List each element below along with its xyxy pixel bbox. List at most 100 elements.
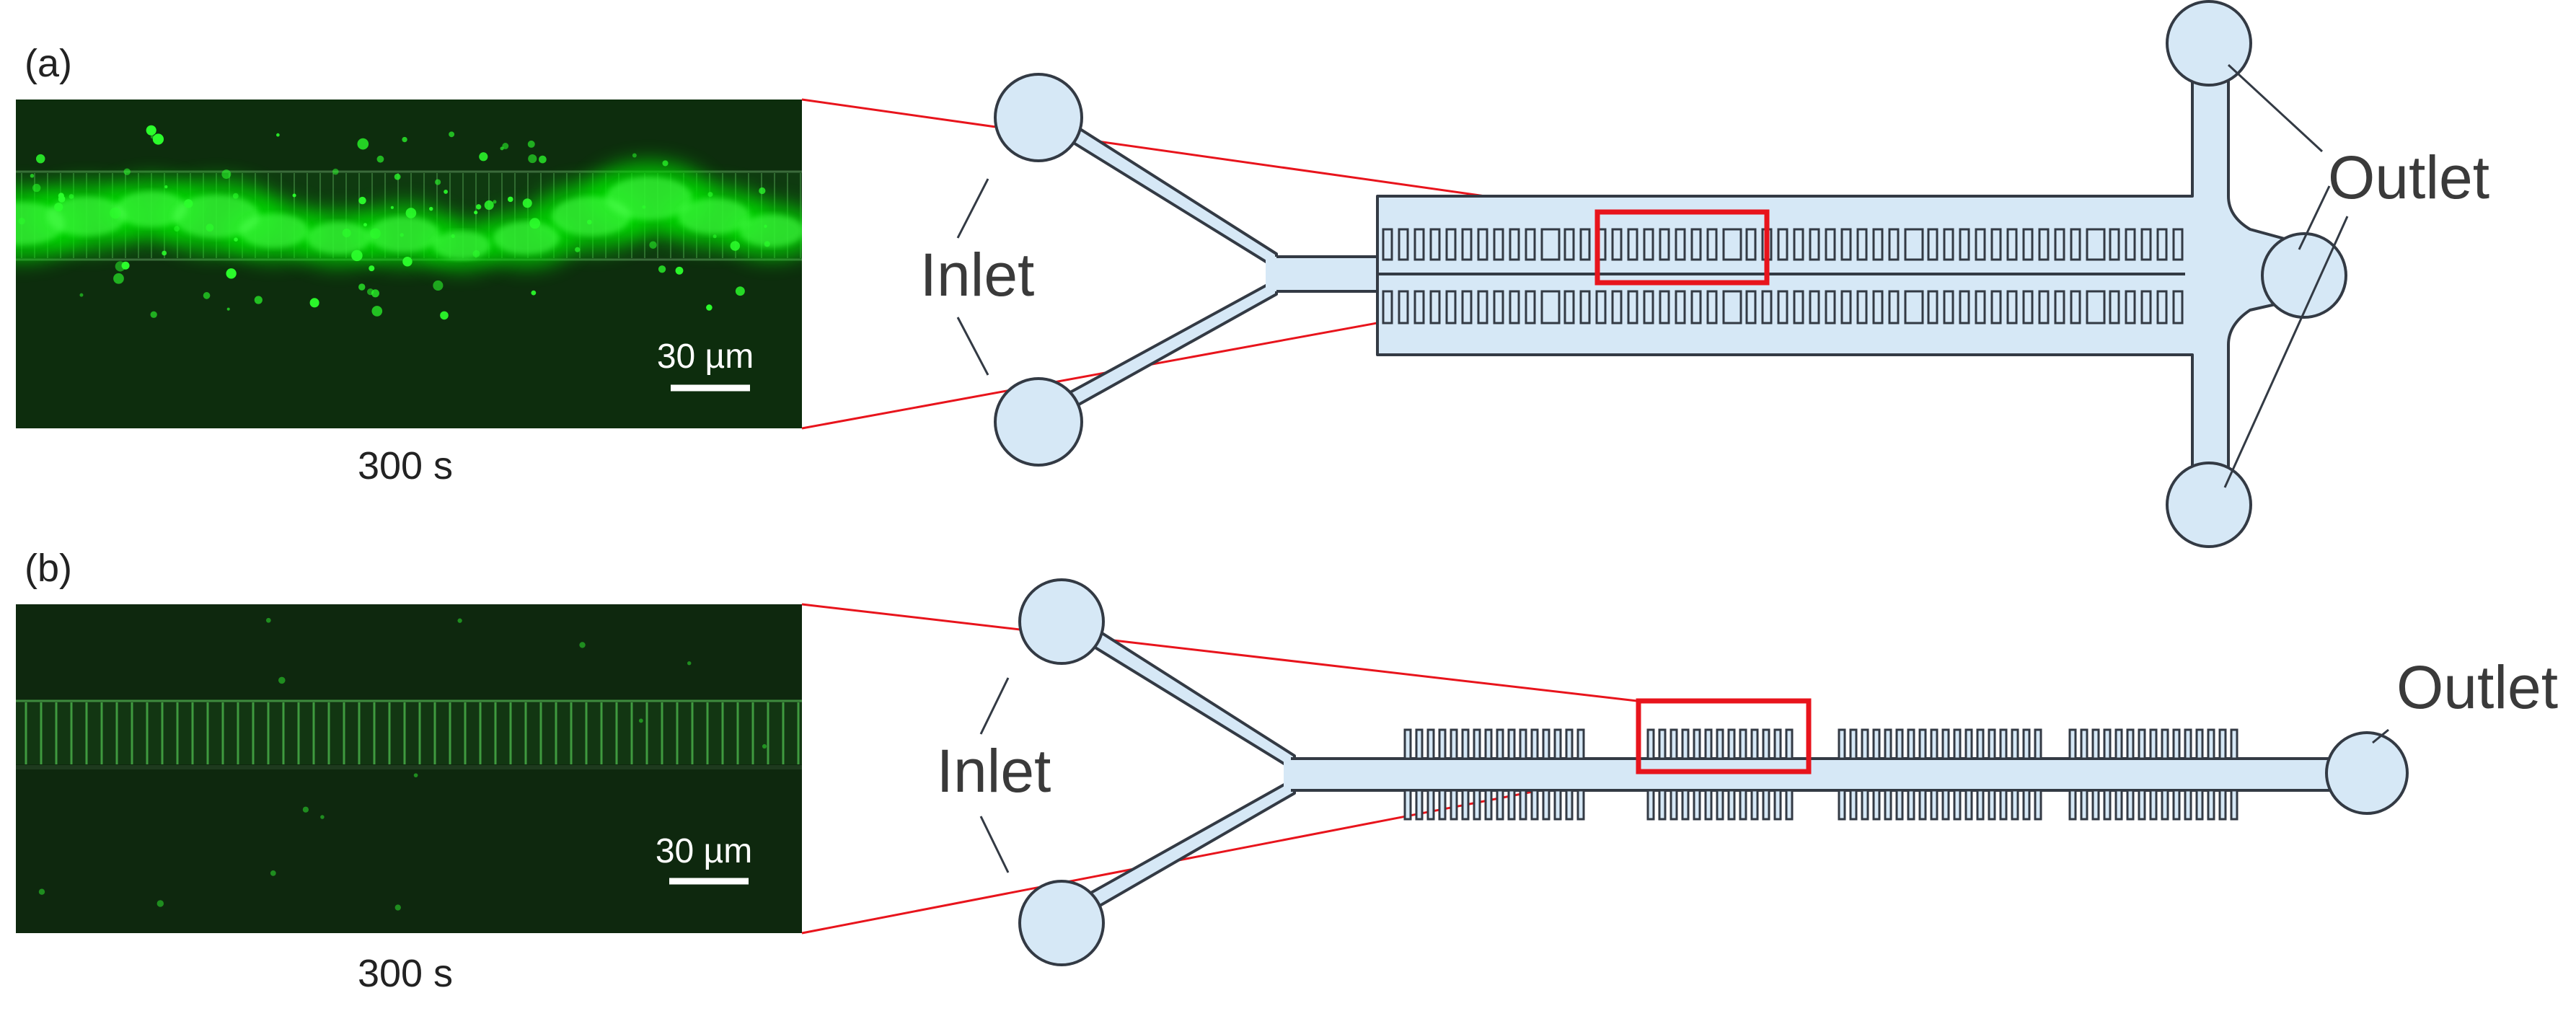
pillar (2109, 228, 2120, 261)
fluorescent-particle (474, 211, 478, 215)
pillar (1413, 290, 1425, 325)
fluorescent-particle (38, 888, 45, 895)
micrograph-a: 30 µm (16, 100, 802, 428)
fluorescent-particle (156, 900, 164, 907)
fluorescent-particle (254, 296, 263, 304)
fluorescent-particle (675, 266, 684, 275)
pillar (1840, 290, 1852, 325)
serpentine-comb-bottom (2068, 789, 2243, 821)
fluorescent-particle (479, 152, 488, 162)
pillar (1659, 228, 1670, 261)
micrograph-a-fluorescence (16, 162, 802, 270)
fluorescent-particle (367, 288, 374, 296)
fluorescent-particle (762, 743, 767, 749)
pillar (1413, 228, 1425, 261)
pillar-array-a (1382, 228, 2184, 325)
fluorescent-particle (226, 268, 237, 279)
fluorescent-particle (529, 218, 541, 229)
leader-lines-b (979, 677, 2389, 873)
panel-a: (a) 30 µm 300 s (16, 0, 2489, 548)
pillar (1745, 290, 1757, 325)
fluorescence-core (239, 213, 309, 248)
pillar (1382, 228, 1393, 261)
fluorescent-particle (369, 265, 375, 272)
fluorescent-particle (527, 140, 535, 148)
serpentine-comb-bottom (1403, 789, 1589, 821)
pillar (2172, 228, 2184, 261)
scale-bar-label-a: 30 µm (657, 337, 754, 376)
fluorescence-core (493, 221, 560, 255)
fluorescent-particle (79, 293, 84, 297)
pillar (1809, 228, 1820, 261)
outlet-port-a-middle (2261, 232, 2347, 319)
pillar (1643, 228, 1654, 261)
fluorescence-core (115, 191, 188, 227)
fluorescent-particle (500, 146, 504, 151)
panel-b: (b) 30 µm 300 s (16, 547, 2558, 995)
fluorescent-particle (302, 806, 309, 813)
fluorescent-particle (433, 280, 444, 291)
pillar (2156, 290, 2168, 325)
fluorescent-particle (121, 261, 130, 270)
pillar (1706, 228, 1718, 261)
time-label-b: 300 s (358, 952, 453, 995)
fluorescent-particle (357, 138, 369, 150)
pillar (1793, 290, 1804, 325)
pillar (1525, 290, 1536, 325)
pillar (1872, 290, 1884, 325)
fluorescent-particle (400, 233, 404, 237)
inlet-channels-b (1059, 615, 1296, 921)
fluorescent-particle (351, 250, 363, 262)
fluorescent-particle (435, 179, 441, 185)
pillar (1611, 290, 1623, 325)
fluorescent-particle (632, 153, 637, 158)
pillar (1493, 228, 1504, 261)
fluorescent-particle (579, 642, 586, 648)
fluorescent-particle (54, 203, 63, 212)
fluorescent-particle (30, 174, 35, 178)
fluorescent-particle (221, 169, 231, 179)
pillar (1493, 290, 1504, 325)
fluorescent-particle (649, 241, 657, 249)
fluorescent-particle (449, 131, 455, 138)
pillar (1825, 228, 1836, 261)
pillar (1477, 228, 1488, 261)
pillar (1975, 290, 1986, 325)
fluorescent-particle (502, 143, 509, 149)
pillar (1540, 228, 1561, 261)
fluorescent-particle (162, 250, 167, 256)
pillar (1675, 228, 1686, 261)
pillar (1509, 290, 1520, 325)
fluorescent-particle (405, 208, 417, 218)
pillar (1888, 228, 1900, 261)
serpentine-comb-bottom (1646, 789, 1798, 821)
pillar (1809, 290, 1820, 325)
pillar (1761, 290, 1773, 325)
outlet-port-a-top (2166, 0, 2252, 87)
pillar (2038, 228, 2050, 261)
pillar (1872, 228, 1884, 261)
inlet-port-b-bottom (1018, 880, 1105, 966)
leader-lines-a (956, 63, 2349, 488)
panel-label-b: (b) (25, 547, 72, 590)
fluorescent-particle (759, 187, 766, 195)
pillar (2140, 228, 2152, 261)
fluorescent-particle (358, 196, 366, 205)
fluorescent-particle (150, 135, 154, 139)
fluorescent-particle (730, 241, 741, 251)
fluorescent-particle (174, 226, 180, 232)
pillar (1975, 228, 1986, 261)
pillar (1429, 290, 1441, 325)
pillar (1943, 228, 1954, 261)
pillar (1477, 290, 1488, 325)
fluorescent-particle (539, 155, 547, 164)
fluorescent-particle (376, 155, 384, 163)
fluorescent-particle (110, 207, 121, 219)
pillar (1579, 228, 1591, 261)
highlight-box-b (1636, 698, 1812, 774)
pillar (1690, 228, 1702, 261)
serpentine-comb-top (1403, 728, 1589, 760)
pillar (1777, 290, 1788, 325)
fluorescent-particle (146, 125, 156, 136)
outlet-port-b (2325, 731, 2409, 815)
